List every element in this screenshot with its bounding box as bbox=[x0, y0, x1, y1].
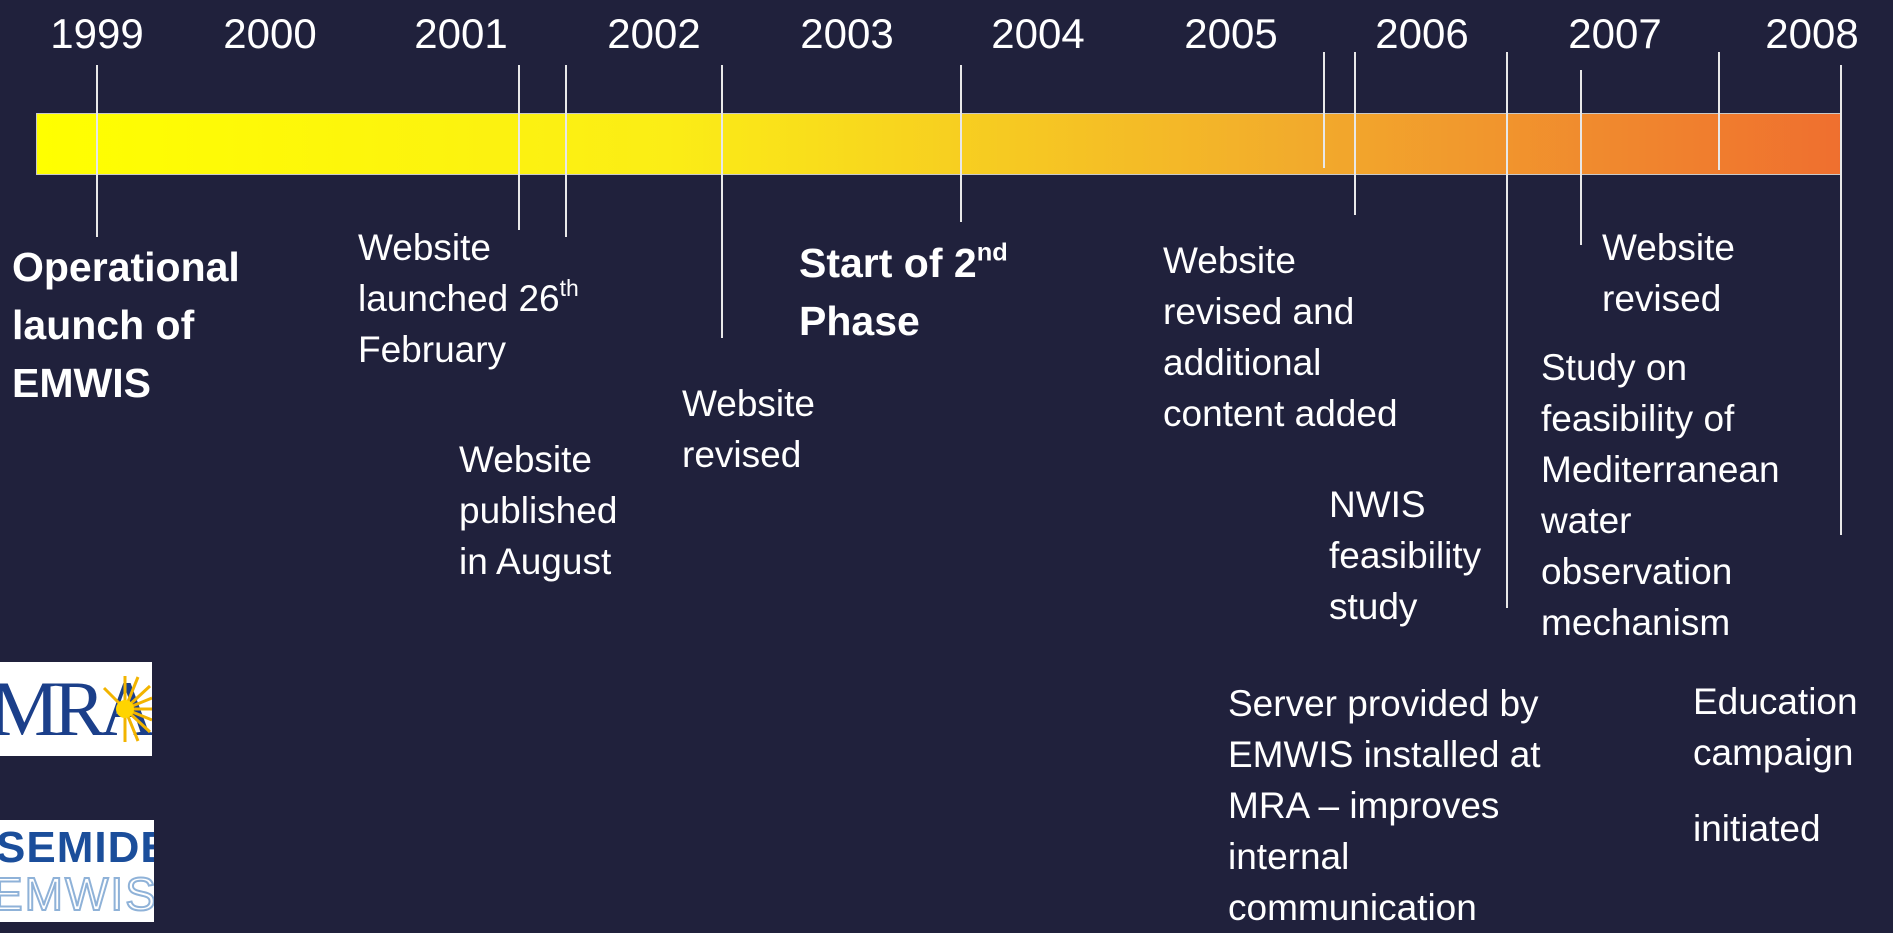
event-label-line: MRA – improves bbox=[1228, 785, 1500, 826]
year-label-2002: 2002 bbox=[607, 10, 701, 57]
event-label-line: observation bbox=[1541, 551, 1733, 592]
year-label-2008: 2008 bbox=[1765, 10, 1859, 57]
event-label-line: published bbox=[459, 490, 618, 531]
event-marker-line bbox=[1840, 65, 1842, 535]
timeline-bar bbox=[36, 113, 1842, 175]
year-label-2001: 2001 bbox=[414, 10, 508, 57]
year-label-2007: 2007 bbox=[1568, 10, 1662, 57]
event-label-line: content added bbox=[1163, 393, 1398, 434]
event-marker-line bbox=[721, 65, 723, 338]
event-label-line: Study on bbox=[1541, 347, 1688, 388]
event-label: Server provided by EMWIS installed at MRA … bbox=[1228, 678, 1541, 933]
event-label-line: communication bbox=[1228, 887, 1477, 928]
event-label-line: revised bbox=[1602, 278, 1722, 319]
event-label-line: Start of 2nd bbox=[799, 238, 1008, 286]
event-marker-line bbox=[565, 65, 567, 237]
event-marker-line bbox=[1506, 52, 1508, 608]
event-marker-line bbox=[518, 65, 520, 230]
event-label-line: feasibility bbox=[1329, 535, 1482, 576]
event-label-line: in August bbox=[459, 541, 612, 582]
event-label-line: Phase bbox=[799, 298, 920, 344]
event-label-line: study bbox=[1329, 586, 1418, 627]
event-label-line: mechanism bbox=[1541, 602, 1731, 643]
emwis-logo-text: EMWIS bbox=[0, 868, 154, 920]
event-label-line: launch of bbox=[12, 302, 195, 348]
year-label-2005: 2005 bbox=[1184, 10, 1278, 57]
year-label-2000: 2000 bbox=[223, 10, 317, 57]
event-label: NWIS feasibility study bbox=[1329, 479, 1481, 632]
event-label-line: Server provided by bbox=[1228, 683, 1539, 724]
event-label-line: internal bbox=[1228, 836, 1350, 877]
event-label-line: Website bbox=[459, 439, 592, 480]
event-label-line: Mediterranean bbox=[1541, 449, 1780, 490]
event-label: Education campaign initiated bbox=[1693, 676, 1858, 854]
event-marker-line bbox=[1580, 70, 1582, 245]
event-label-line: water bbox=[1541, 500, 1632, 541]
event-label-line: NWIS bbox=[1329, 484, 1426, 525]
event-label-line: feasibility of bbox=[1541, 398, 1735, 439]
year-label-2003: 2003 bbox=[800, 10, 894, 57]
event-marker-line bbox=[1718, 52, 1720, 170]
year-label-2006: 2006 bbox=[1375, 10, 1469, 57]
event-label-line: initiated bbox=[1693, 808, 1821, 849]
event-label-line: Education bbox=[1693, 681, 1858, 722]
event-label: Operational launch of EMWIS bbox=[12, 238, 240, 412]
event-label-line: campaign bbox=[1693, 732, 1854, 773]
event-marker-line bbox=[1323, 52, 1325, 168]
event-label-line: additional bbox=[1163, 342, 1322, 383]
event-marker-line bbox=[1354, 52, 1356, 215]
event-label-line: February bbox=[358, 329, 507, 370]
event-label-line: launched 26th bbox=[358, 275, 579, 319]
event-label: Study on feasibility of Mediterranean water… bbox=[1541, 342, 1780, 648]
event-label: Website revised and additional content adde… bbox=[1163, 235, 1398, 439]
sun-icon bbox=[102, 676, 152, 742]
event-label-line: Operational bbox=[12, 244, 240, 290]
event-marker-line bbox=[96, 65, 98, 237]
year-label-2004: 2004 bbox=[991, 10, 1085, 57]
event-label-line: Website bbox=[682, 383, 815, 424]
event-label: Website published in August bbox=[459, 434, 617, 587]
year-label-1999: 1999 bbox=[50, 10, 144, 57]
mra-logo: MRA bbox=[0, 662, 152, 756]
event-marker-line bbox=[960, 65, 962, 222]
event-label-line: revised bbox=[682, 434, 802, 475]
event-label-line: EMWIS bbox=[12, 360, 151, 406]
event-label-line: Website bbox=[358, 227, 491, 268]
event-label-line: Website bbox=[1163, 240, 1296, 281]
event-label-line: revised and bbox=[1163, 291, 1355, 332]
event-label-line: Website bbox=[1602, 227, 1735, 268]
event-label-line: EMWIS installed at bbox=[1228, 734, 1541, 775]
event-label: Website revised bbox=[682, 378, 815, 480]
event-label: Website revised bbox=[1602, 222, 1735, 324]
